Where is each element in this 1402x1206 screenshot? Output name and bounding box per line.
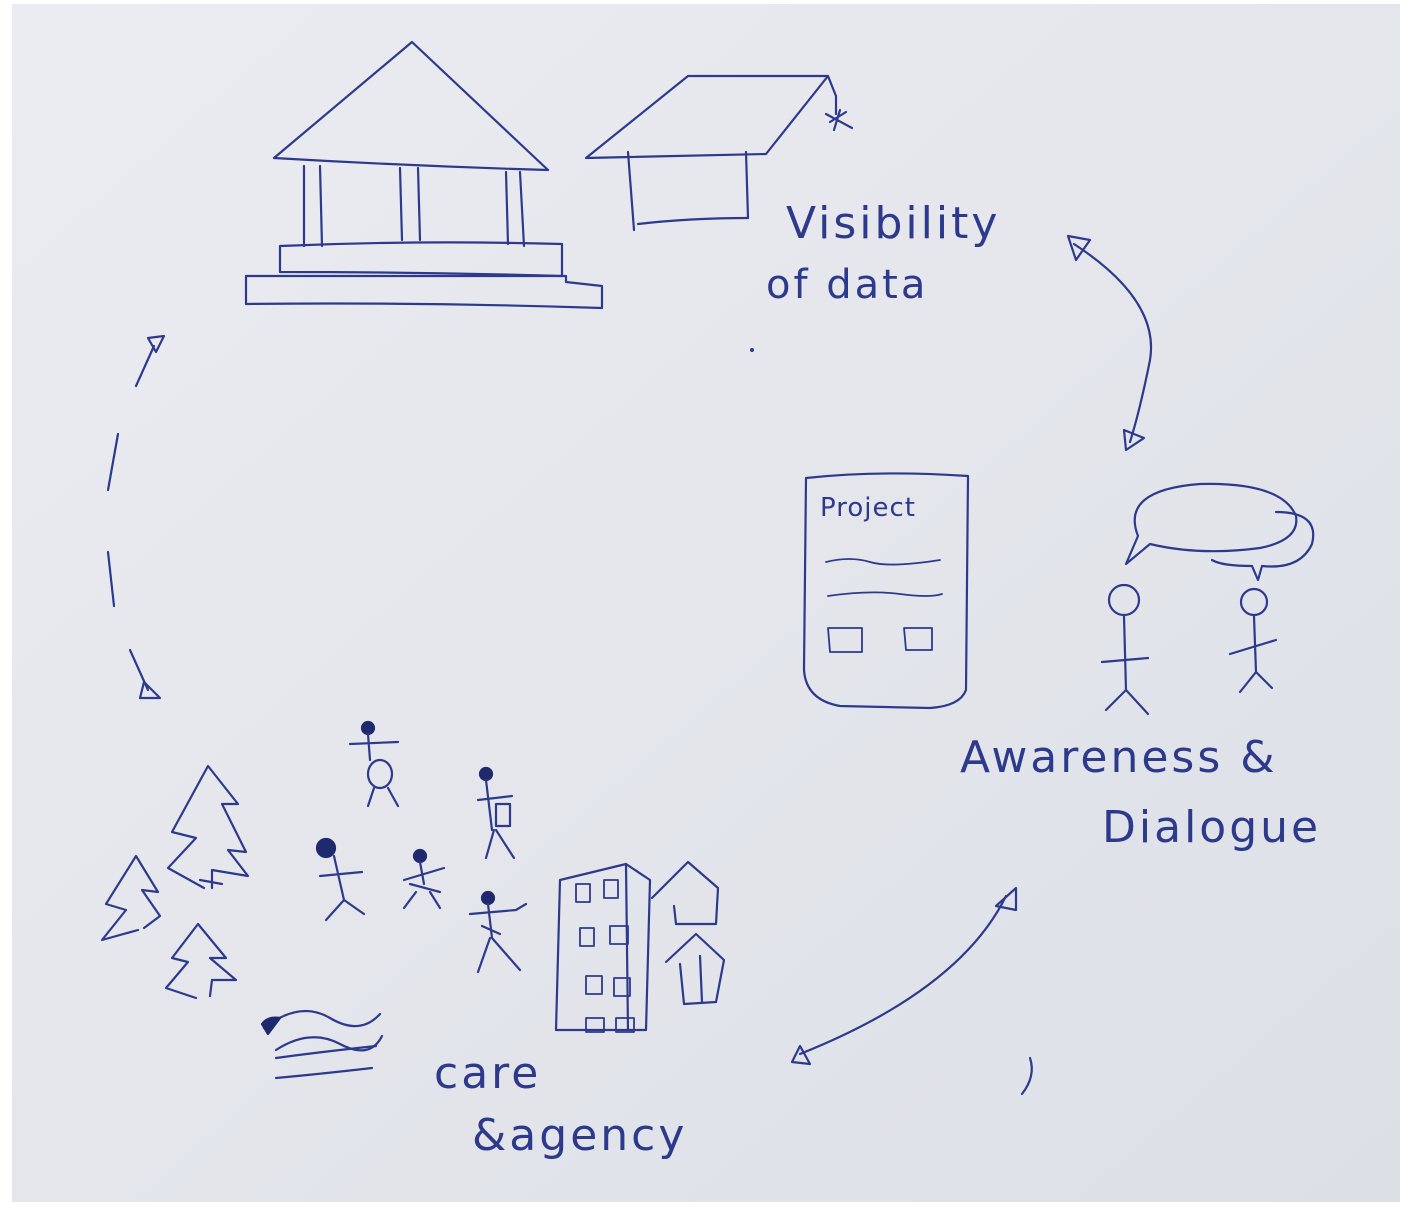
paper-background [12, 4, 1400, 1202]
pen-stroke [1020, 1056, 1033, 1096]
graduation-cap-icon [584, 74, 854, 232]
stick-figure-icon [348, 720, 400, 808]
speech-bubble-icon [1124, 482, 1315, 582]
institution-building-icon [244, 40, 604, 310]
visibility-label-line1: Visibility [786, 198, 1000, 249]
stick-figure-icon [468, 890, 528, 974]
visibility-label-line2: of data [766, 262, 928, 308]
care-label-line1: care [434, 1048, 541, 1099]
tree-icon [166, 764, 250, 890]
tree-icon [100, 854, 162, 942]
pen-dot [750, 348, 754, 352]
stick-figure-icon [315, 837, 366, 922]
care-label-line2: &agency [472, 1110, 687, 1161]
house-icon [664, 932, 726, 1006]
edge-visibility-awareness [1066, 234, 1153, 452]
tree-icon [164, 922, 238, 1000]
house-icon [650, 860, 720, 926]
water-waves-icon [260, 1009, 384, 1080]
stick-figure-icon [476, 766, 516, 860]
project-label: Project [820, 493, 916, 523]
stick-figure-icon [402, 848, 446, 910]
edge-awareness-care [790, 886, 1018, 1066]
apartment-building-icon [554, 862, 652, 1033]
project-document-icon: Project [802, 472, 970, 710]
awareness-label-line1: Awareness & [960, 732, 1278, 783]
edge-care-visibility [106, 334, 166, 700]
stick-figure-icon [1228, 587, 1278, 694]
stick-figure-icon [1100, 583, 1150, 716]
awareness-label-line2: Dialogue [1102, 802, 1321, 853]
